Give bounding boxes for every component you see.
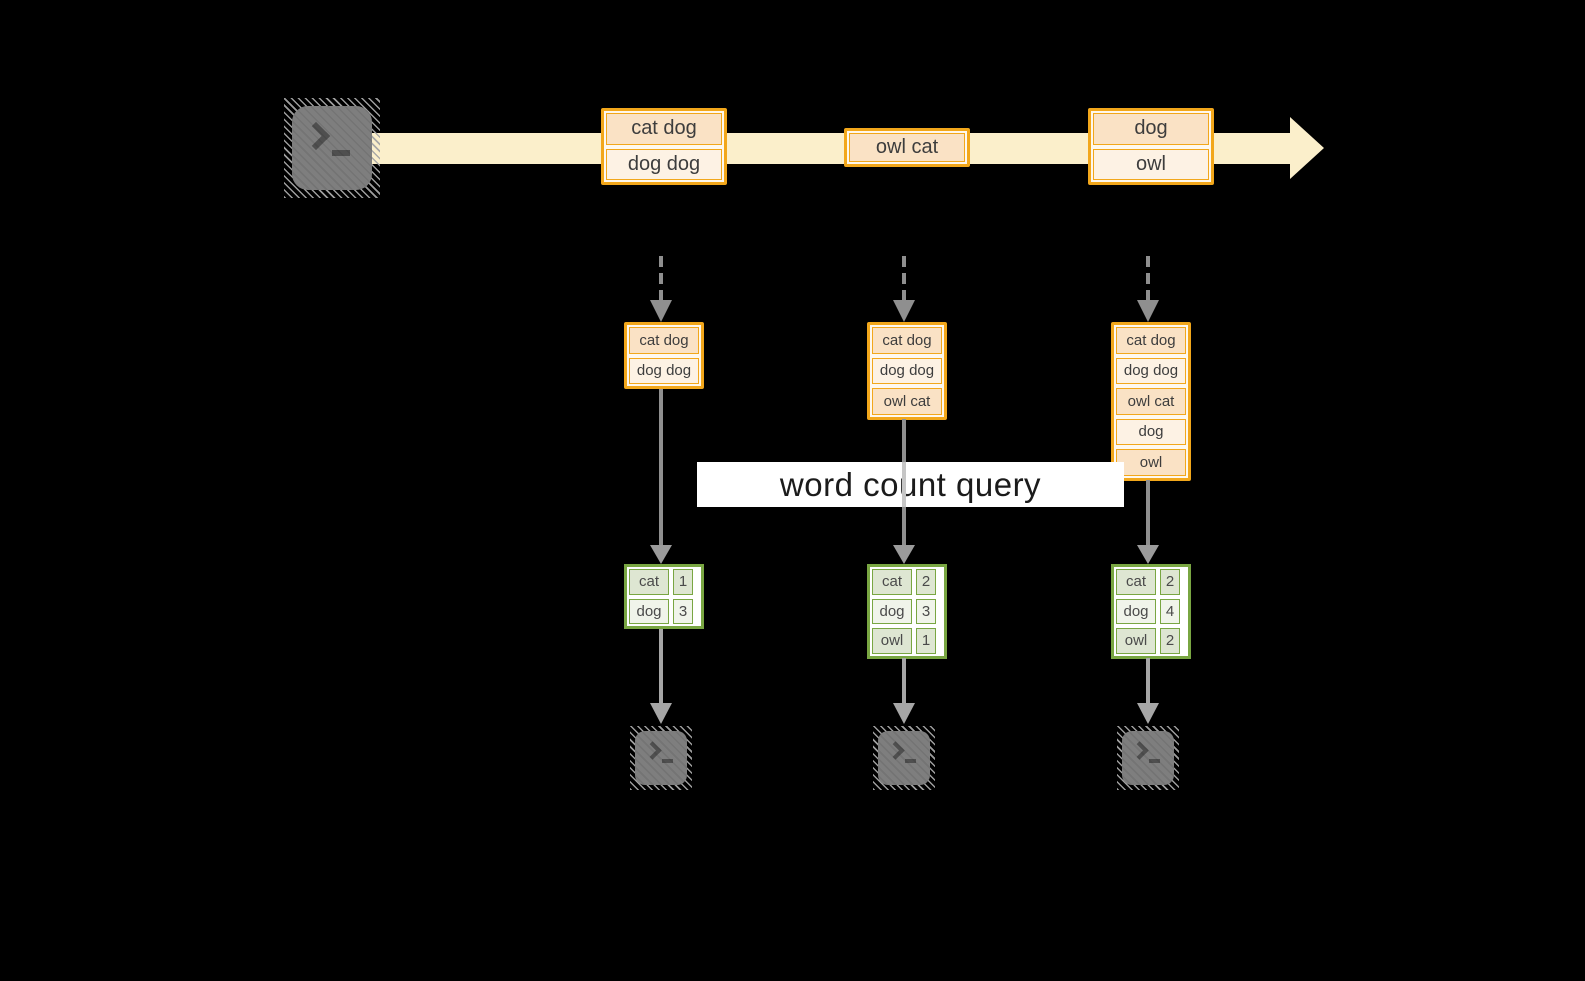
output-arrow-line	[902, 658, 906, 703]
result-count: 1	[673, 569, 693, 595]
stream-batch-1: cat dog dog dog	[601, 108, 727, 185]
ingest-arrow-head	[650, 300, 672, 322]
output-terminal-icon	[1117, 726, 1179, 790]
terminal-window	[292, 106, 372, 190]
result-word: cat	[872, 569, 912, 595]
terminal-cursor-icon	[1149, 759, 1160, 763]
stream-record: owl	[1093, 148, 1209, 180]
result-word: cat	[629, 569, 669, 595]
query-label-banner: word count query	[697, 462, 1124, 507]
terminal-window	[1122, 731, 1174, 785]
result-count: 3	[916, 598, 936, 624]
result-word: owl	[1116, 628, 1156, 654]
terminal-cursor-icon	[662, 759, 673, 763]
state-record: cat dog	[1116, 327, 1186, 354]
source-terminal-icon	[284, 98, 380, 198]
result-count: 4	[1160, 598, 1180, 624]
result-count: 2	[1160, 569, 1180, 595]
state-record: dog	[1116, 418, 1186, 445]
query-connector-line	[659, 389, 663, 545]
output-terminal-icon	[873, 726, 935, 790]
output-arrow-head	[893, 703, 915, 724]
terminal-window	[878, 731, 930, 785]
terminal-prompt-icon	[1130, 741, 1149, 760]
query-arrow-head	[893, 545, 915, 564]
query-arrow-head	[650, 545, 672, 564]
state-record: owl cat	[1116, 388, 1186, 415]
connector-through-banner	[902, 462, 906, 507]
ingest-arrow-line	[659, 256, 663, 300]
terminal-cursor-icon	[332, 150, 350, 156]
ingest-arrow-head	[1137, 300, 1159, 322]
result-word: dog	[629, 598, 669, 624]
terminal-window	[635, 731, 687, 785]
state-record: cat dog	[629, 327, 699, 354]
stream-batch-3: dog owl	[1088, 108, 1214, 185]
result-count: 2	[916, 569, 936, 595]
terminal-cursor-icon	[905, 759, 916, 763]
stream-arrow-head	[1290, 117, 1324, 179]
output-arrow-line	[659, 629, 663, 703]
state-record: dog dog	[1116, 357, 1186, 384]
state-buffer-2: cat dog dog dog owl cat	[867, 322, 947, 420]
result-word: dog	[1116, 598, 1156, 624]
result-table-3: cat 2 dog 4 owl 2	[1111, 564, 1191, 659]
result-table-1: cat 1 dog 3	[624, 564, 704, 629]
state-record: cat dog	[872, 327, 942, 354]
terminal-prompt-icon	[301, 121, 331, 151]
state-record: dog dog	[629, 357, 699, 384]
query-label: word count query	[779, 465, 1042, 503]
state-record: owl cat	[872, 388, 942, 415]
state-record: owl	[1116, 449, 1186, 476]
result-word: owl	[872, 628, 912, 654]
output-arrow-head	[650, 703, 672, 724]
result-count: 1	[916, 628, 936, 654]
result-count: 2	[1160, 628, 1180, 654]
state-buffer-1: cat dog dog dog	[624, 322, 704, 389]
output-arrow-line	[1146, 658, 1150, 703]
ingest-arrow-line	[902, 256, 906, 300]
terminal-prompt-icon	[886, 741, 905, 760]
terminal-prompt-icon	[643, 741, 662, 760]
stream-record: owl cat	[849, 133, 965, 162]
ingest-arrow-head	[893, 300, 915, 322]
result-table-2: cat 2 dog 3 owl 1	[867, 564, 947, 659]
result-word: cat	[1116, 569, 1156, 595]
result-count: 3	[673, 598, 693, 624]
stream-record: cat dog	[606, 113, 722, 145]
stream-batch-2: owl cat	[844, 128, 970, 167]
query-arrow-head	[1137, 545, 1159, 564]
state-buffer-3: cat dog dog dog owl cat dog owl	[1111, 322, 1191, 481]
state-record: dog dog	[872, 357, 942, 384]
output-arrow-head	[1137, 703, 1159, 724]
stream-record: dog dog	[606, 148, 722, 180]
stream-record: dog	[1093, 113, 1209, 145]
query-connector-line	[1146, 480, 1150, 545]
output-terminal-icon	[630, 726, 692, 790]
ingest-arrow-line	[1146, 256, 1150, 300]
result-word: dog	[872, 598, 912, 624]
